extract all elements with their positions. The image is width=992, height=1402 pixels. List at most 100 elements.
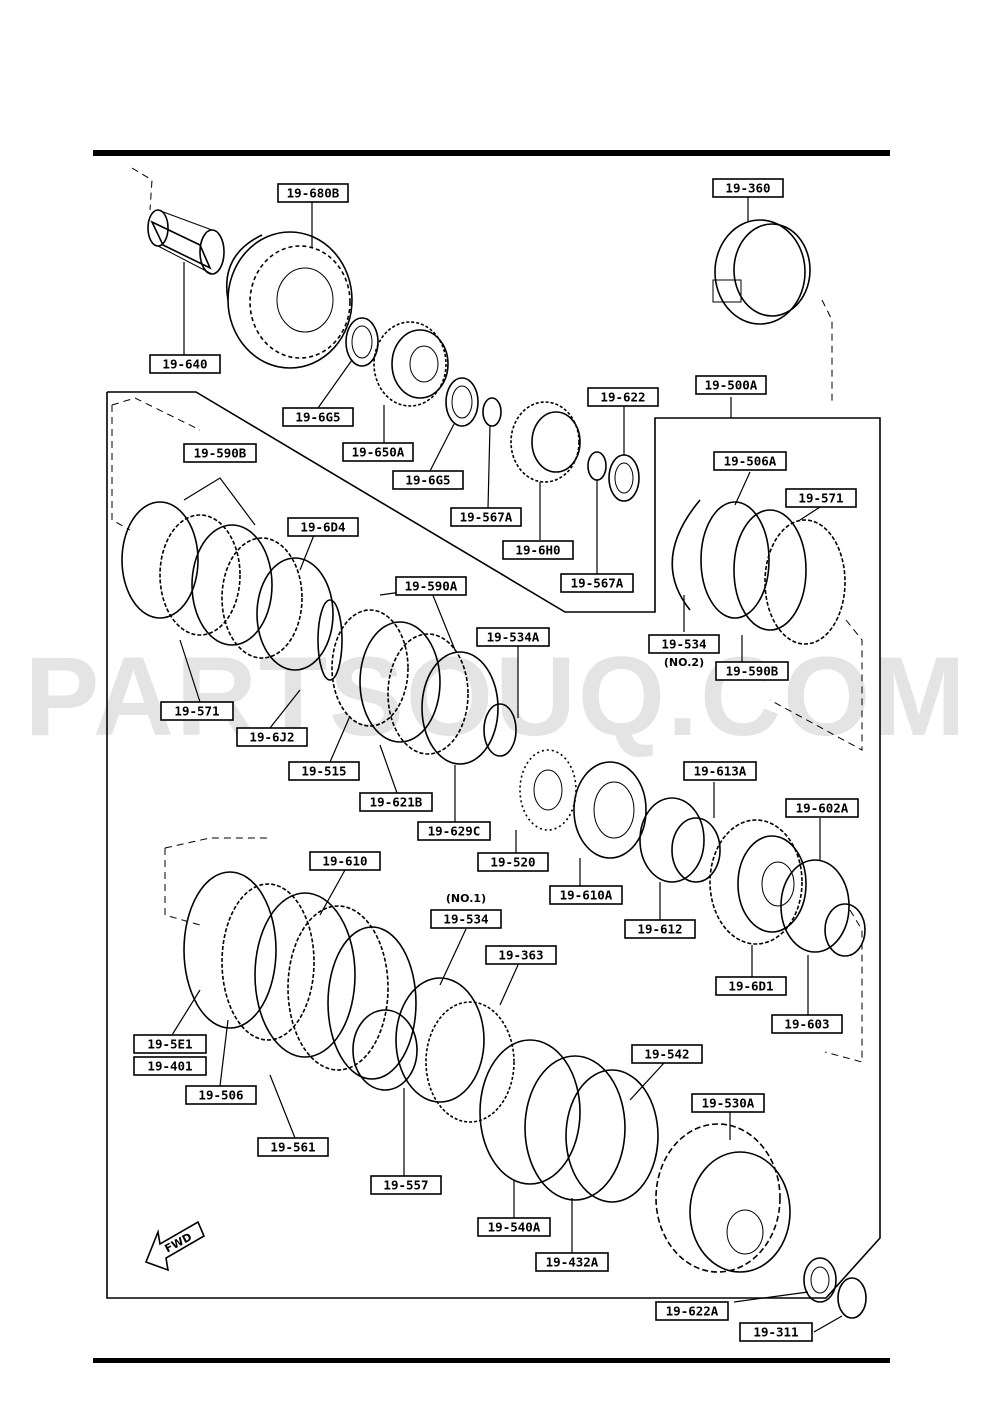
svg-text:19-534: 19-534 xyxy=(443,912,488,927)
bottom-rule xyxy=(93,1358,890,1363)
svg-text:19-567A: 19-567A xyxy=(460,510,513,525)
part-label-19-506[interactable]: 19-506 xyxy=(185,1085,257,1105)
part-label-19-5E1[interactable]: 19-5E1 xyxy=(133,1034,207,1054)
part-label-19-613A[interactable]: 19-613A xyxy=(683,761,757,781)
part-label-19-6D4[interactable]: 19-6D4 xyxy=(287,517,359,537)
svg-text:19-520: 19-520 xyxy=(490,855,535,870)
part-label-19-540A[interactable]: 19-540A xyxy=(477,1217,551,1237)
part-label-19-610[interactable]: 19-610 xyxy=(309,851,381,871)
part-label-19-506A[interactable]: 19-506A xyxy=(713,451,787,471)
part-label-19-360[interactable]: 19-360 xyxy=(712,178,784,198)
snap-ring-icon xyxy=(352,1009,418,1091)
part-label-19-6G5[interactable]: 19-6G5 xyxy=(282,407,354,427)
part-label-19-590A[interactable]: 19-590A xyxy=(395,576,467,596)
svg-text:19-534A: 19-534A xyxy=(487,630,540,645)
seal-ring-icon xyxy=(524,1055,626,1201)
part-label-19-6G5[interactable]: 19-6G5 xyxy=(392,470,464,490)
svg-text:19-680B: 19-680B xyxy=(287,186,340,201)
clutch-plate-icon xyxy=(331,609,517,765)
part-label-19-6J2[interactable]: 19-6J2 xyxy=(236,727,308,747)
return-spring-icon xyxy=(519,749,577,831)
assembly-outline xyxy=(106,391,881,1299)
clutch-plate-icon xyxy=(121,501,343,681)
svg-text:19-650A: 19-650A xyxy=(352,445,405,460)
part-label-19-515[interactable]: 19-515 xyxy=(288,761,360,781)
seal-ring-icon xyxy=(780,859,850,953)
svg-text:19-612: 19-612 xyxy=(637,922,682,937)
svg-text:19-640: 19-640 xyxy=(162,357,207,372)
part-label-19-534[interactable]: 19-534 xyxy=(430,909,502,929)
svg-text:19-602A: 19-602A xyxy=(796,801,849,816)
svg-text:19-622A: 19-622A xyxy=(666,1304,719,1319)
part-label-19-561[interactable]: 19-561 xyxy=(257,1137,329,1157)
svg-text:19-515: 19-515 xyxy=(301,764,346,779)
svg-text:19-542: 19-542 xyxy=(644,1047,689,1062)
retaining-plate-icon xyxy=(425,1001,515,1123)
part-label-19-557[interactable]: 19-557 xyxy=(370,1175,442,1195)
dash-guide-right-lower xyxy=(824,909,863,1063)
dash-guide-band xyxy=(821,299,833,405)
svg-text:19-621B: 19-621B xyxy=(370,795,423,810)
seal-ring-icon xyxy=(565,1069,659,1203)
note-no2: (NO.2) xyxy=(664,656,704,669)
svg-text:19-571: 19-571 xyxy=(174,704,219,719)
part-label-19-571[interactable]: 19-571 xyxy=(160,701,234,721)
part-label-19-622A[interactable]: 19-622A xyxy=(655,1301,729,1321)
part-label-19-590B[interactable]: 19-590B xyxy=(715,661,789,681)
note-no1: (NO.1) xyxy=(446,892,486,905)
part-label-19-432A[interactable]: 19-432A xyxy=(535,1252,609,1272)
part-label-19-590B[interactable]: 19-590B xyxy=(183,443,257,463)
svg-text:19-530A: 19-530A xyxy=(702,1096,755,1111)
svg-text:19-506: 19-506 xyxy=(198,1088,243,1103)
dash-guide-right-upper xyxy=(769,619,863,751)
part-label-19-401[interactable]: 19-401 xyxy=(133,1056,207,1076)
svg-text:19-567A: 19-567A xyxy=(571,576,624,591)
svg-text:19-610: 19-610 xyxy=(322,854,367,869)
svg-text:19-6G5: 19-6G5 xyxy=(405,473,450,488)
watermark-text: PARTSOUQ.COM xyxy=(25,634,968,759)
svg-text:19-500A: 19-500A xyxy=(705,378,758,393)
part-label-19-612[interactable]: 19-612 xyxy=(624,919,696,939)
bearing-icon xyxy=(345,317,379,367)
part-label-19-567A[interactable]: 19-567A xyxy=(560,573,634,593)
part-label-19-311[interactable]: 19-311 xyxy=(739,1322,813,1342)
bearing-icon xyxy=(608,454,640,502)
spring-plate-icon xyxy=(395,977,485,1103)
part-label-19-640[interactable]: 19-640 xyxy=(149,354,221,374)
part-label-19-680B[interactable]: 19-680B xyxy=(277,183,349,203)
drum-680B-icon xyxy=(226,231,353,369)
part-label-19-534[interactable]: 19-534 xyxy=(648,634,720,654)
snap-ring-icon xyxy=(587,451,607,481)
part-label-19-500A[interactable]: 19-500A xyxy=(695,375,767,395)
seal-ring-icon xyxy=(479,1039,581,1185)
part-label-19-520[interactable]: 19-520 xyxy=(477,852,549,872)
snap-ring-icon xyxy=(482,397,502,427)
part-label-19-542[interactable]: 19-542 xyxy=(631,1044,703,1064)
svg-text:19-622: 19-622 xyxy=(600,390,645,405)
part-label-19-534A[interactable]: 19-534A xyxy=(476,627,550,647)
svg-text:19-610A: 19-610A xyxy=(560,888,613,903)
bearing-icon xyxy=(803,1257,837,1303)
planetary-gear-icon xyxy=(373,321,449,407)
part-label-19-650A[interactable]: 19-650A xyxy=(342,442,414,462)
clutch-drum-icon xyxy=(655,1123,791,1273)
clutch-drum-icon xyxy=(709,819,807,945)
part-label-19-6D1[interactable]: 19-6D1 xyxy=(715,976,787,996)
svg-text:19-432A: 19-432A xyxy=(546,1255,599,1270)
part-label-19-530A[interactable]: 19-530A xyxy=(691,1093,765,1113)
seal-ring-icon xyxy=(824,903,866,957)
part-label-19-567A[interactable]: 19-567A xyxy=(450,507,522,527)
svg-text:19-360: 19-360 xyxy=(725,181,770,196)
part-label-19-621B[interactable]: 19-621B xyxy=(359,792,433,812)
part-label-19-571[interactable]: 19-571 xyxy=(785,488,857,508)
part-label-19-603[interactable]: 19-603 xyxy=(771,1014,843,1034)
part-label-19-629C[interactable]: 19-629C xyxy=(417,821,491,841)
part-label-19-622[interactable]: 19-622 xyxy=(587,387,659,407)
part-label-19-6H0[interactable]: 19-6H0 xyxy=(502,540,574,560)
svg-text:19-5E1: 19-5E1 xyxy=(147,1037,192,1052)
part-label-19-610A[interactable]: 19-610A xyxy=(549,885,623,905)
part-label-19-363[interactable]: 19-363 xyxy=(485,945,557,965)
dash-guide-left-lower xyxy=(164,837,268,926)
svg-text:19-6D1: 19-6D1 xyxy=(728,979,773,994)
part-label-19-602A[interactable]: 19-602A xyxy=(785,798,859,818)
